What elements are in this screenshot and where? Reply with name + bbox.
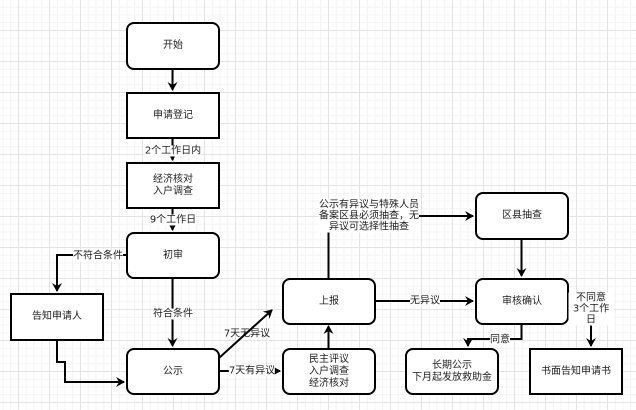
- node-apply-register[interactable]: 申请登记: [126, 92, 220, 139]
- node-publicity[interactable]: 公示: [126, 348, 220, 395]
- node-economic-check[interactable]: 经济核对 入户调查: [126, 162, 220, 209]
- edge-label-nine-workdays: 9个工作日: [149, 214, 197, 226]
- edge-label-qualified: 符合条件: [153, 308, 193, 320]
- node-notify-applicant[interactable]: 告知申请人: [10, 293, 104, 341]
- node-written-notice[interactable]: 书面告知申请书: [529, 348, 623, 395]
- edge-label-agree: 同意: [490, 334, 510, 346]
- edge-label-within-2-workdays: 2个工作日内: [144, 145, 202, 157]
- node-district-spot-check[interactable]: 区县抽查: [475, 192, 569, 240]
- edge-label-spot-check-note: 公示有异议与特殊人员 备案区县必须抽查，无 异议可选择性抽查: [319, 199, 419, 233]
- edge-notify-to-publicity: [56, 340, 125, 387]
- edge-label-seven-days-objection: 7天有异议: [228, 365, 276, 377]
- edge-label-seven-days-no-objection: 7天无异议: [223, 328, 271, 340]
- node-start[interactable]: 开始: [126, 22, 220, 70]
- node-preliminary-review[interactable]: 初审: [126, 232, 220, 279]
- edge-label-no-objection: 无异议: [410, 295, 440, 307]
- node-audit-confirm[interactable]: 审核确认: [475, 278, 569, 325]
- node-long-term-publicity[interactable]: 长期公示 下月起发放救助金: [405, 348, 499, 395]
- edge-label-not-qualified: 不符合条件: [73, 250, 123, 262]
- node-report[interactable]: 上报: [282, 278, 376, 325]
- node-democratic-review[interactable]: 民主评议 入户调查 经济核对: [282, 348, 376, 395]
- edge-label-disagree: 不同意 3个工作日: [568, 292, 614, 326]
